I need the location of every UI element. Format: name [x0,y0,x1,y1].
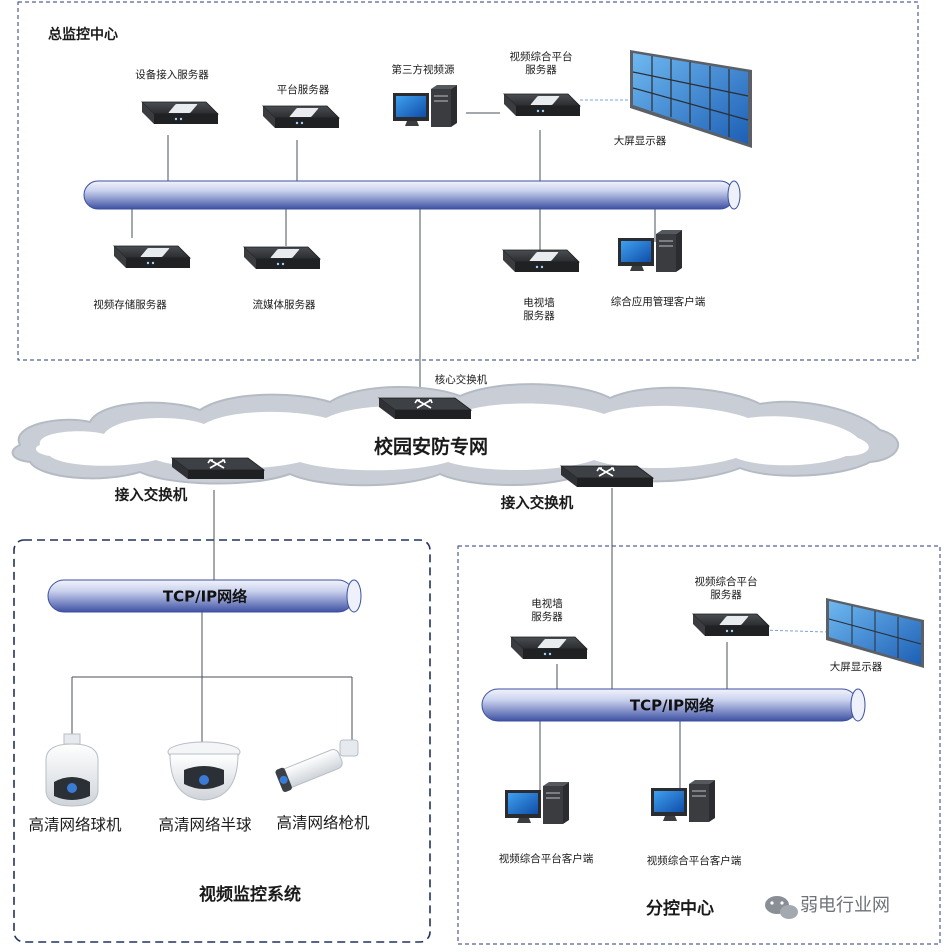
third-party-source-label: 第三方视频源 [391,64,455,76]
access-switch-left-label: 接入交换机 [114,488,188,504]
video-connectors [71,490,353,744]
branch-big-screen-label: 大屏显示器 [829,661,883,673]
video-platform-server-label: 视频综合平台 服务器 [509,51,573,77]
streaming-server-label: 流媒体服务器 [252,299,316,311]
access-switch-left-icon [171,457,265,480]
branch-center-title: 分控中心 [646,899,714,919]
core-switch-label: 核心交换机 [434,374,488,386]
branch-client2-pc-icon [651,780,715,822]
access-switch-right-label: 接入交换机 [500,496,574,512]
branch-tv-wall-server-label: 电视墙 服务器 [531,598,563,624]
bullet-camera-icon [275,739,359,792]
access-switch-right-icon [560,465,654,488]
video-system-border [13,539,431,943]
branch-connectors [539,488,829,792]
core-switch-icon [378,397,472,420]
video-system-title: 视频监控系统 [199,885,301,905]
branch-pipe [481,688,866,722]
branch-client1-pc-icon [505,782,569,824]
third-party-pc-icon [393,85,457,127]
mgmt-client-pc-icon [618,230,682,272]
branch-pipe-label: TCP/IP网络 [629,696,715,715]
half-dome-camera-icon [167,741,241,801]
platform-server-icon [262,105,340,129]
storage-server-icon [113,245,191,269]
cam-bullet-label: 高清网络枪机 [276,814,370,832]
branch-center-border [457,545,941,945]
branch-video-wall-icon [826,598,924,668]
video-pipe-label: TCP/IP网络 [162,587,248,606]
branch-tv-wall-server-icon [510,636,588,660]
streaming-server-icon [243,246,321,270]
cam-halfdome-label: 高清网络半球 [158,816,252,834]
platform-server-label: 平台服务器 [276,84,330,96]
branch-video-platform-server-label: 视频综合平台 服务器 [694,576,758,602]
campus-network-label: 校园安防专网 [373,436,489,458]
main-video-wall-icon [630,50,752,148]
main-center-border [17,1,919,361]
main-center-title: 总监控中心 [48,27,118,43]
device-access-server-label: 设备接入服务器 [135,69,209,81]
cam-dome-label: 高清网络球机 [28,816,122,834]
big-screen-label: 大屏显示器 [613,135,667,147]
video-pipe [47,579,362,613]
main-connectors [131,99,656,398]
storage-server-label: 视频存储服务器 [93,299,167,311]
tv-wall-server-icon [502,249,580,273]
watermark-text: 弱电行业网 [800,895,890,916]
tv-wall-server-label: 电视墙 服务器 [523,297,555,323]
speed-dome-camera-icon [45,733,99,807]
main-backbone-pipe [83,180,741,210]
mgmt-client-label: 综合应用管理客户端 [610,296,706,308]
video-platform-server-icon [503,93,581,117]
branch-video-platform-server-icon [692,613,770,637]
wechat-icon [765,896,798,919]
branch-client2-label: 视频综合平台客户端 [646,855,742,867]
device-access-server-icon [141,101,219,125]
branch-client1-label: 视频综合平台客户端 [498,853,594,865]
